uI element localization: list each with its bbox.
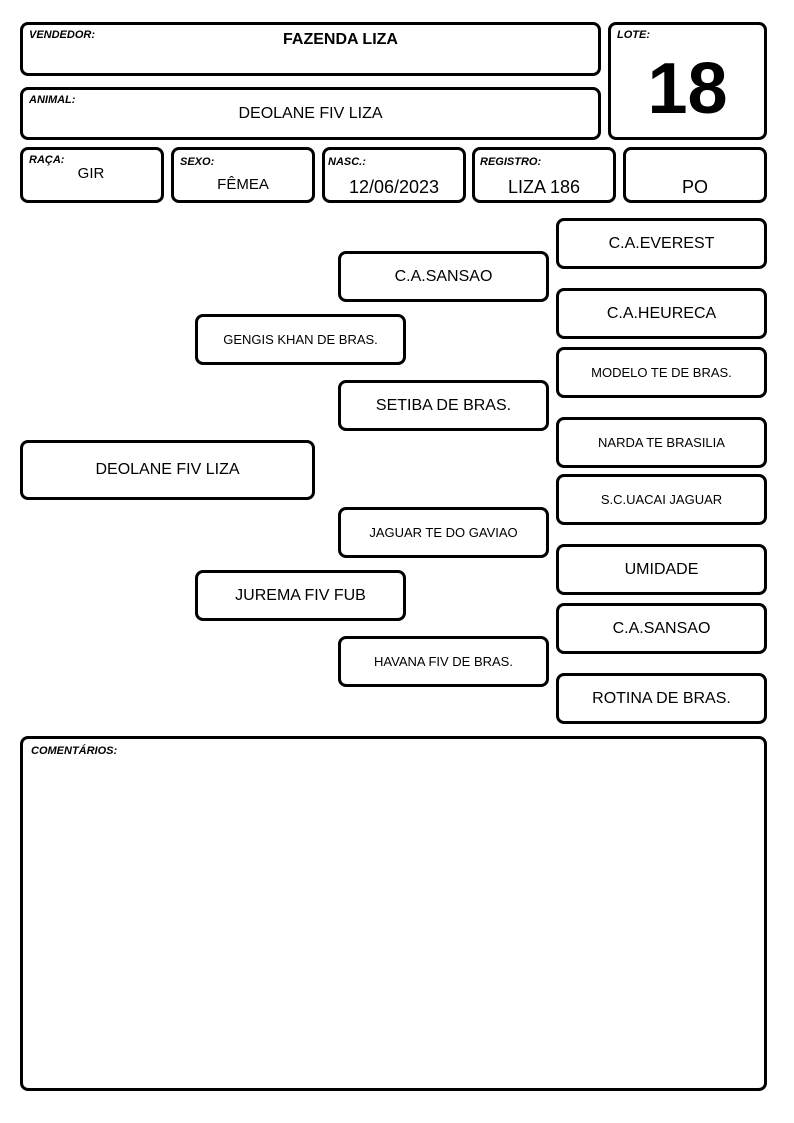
pedigree-gen4-6: UMIDADE	[556, 544, 767, 595]
raca-box: RAÇA: GIR	[20, 147, 164, 203]
lote-box: LOTE: 18	[608, 22, 767, 140]
pedigree-sire-dam: SETIBA DE BRAS.	[338, 380, 549, 431]
pedigree-dam-sire: JAGUAR TE DO GAVIAO	[338, 507, 549, 558]
tipo-box: PO	[623, 147, 767, 203]
tipo-value: PO	[681, 177, 708, 197]
pedigree-gen4-5: S.C.UACAI JAGUAR	[556, 474, 767, 525]
sexo-value: FÊMEA	[217, 176, 269, 193]
pedigree-gen4-4: NARDA TE BRASILIA	[556, 417, 767, 468]
comments-label: COMENTÁRIOS:	[31, 745, 118, 757]
raca-label: RAÇA:	[29, 154, 65, 166]
registro-value: LIZA 186	[507, 177, 581, 197]
nasc-label: NASC.:	[328, 156, 366, 168]
pedigree-gen4-1: C.A.EVEREST	[556, 218, 767, 269]
pedigree-gen4-7: C.A.SANSAO	[556, 603, 767, 654]
vendedor-box: VENDEDOR: FAZENDA LIZA	[20, 22, 601, 76]
pedigree-dam: JUREMA FIV FUB	[195, 570, 406, 621]
animal-value: DEOLANE FIV LIZA	[238, 105, 383, 122]
sexo-label: SEXO:	[180, 156, 215, 168]
pedigree-dam-dam: HAVANA FIV DE BRAS.	[338, 636, 549, 687]
raca-value: GIR	[77, 165, 105, 182]
registro-box: REGISTRO: LIZA 186	[472, 147, 616, 203]
pedigree-sire-sire: C.A.SANSAO	[338, 251, 549, 302]
lote-label: LOTE:	[617, 29, 650, 41]
pedigree-gen4-8: ROTINA DE BRAS.	[556, 673, 767, 724]
pedigree-animal: DEOLANE FIV LIZA	[20, 440, 315, 500]
animal-label: ANIMAL:	[29, 94, 76, 106]
comments-text	[33, 765, 754, 1078]
vendedor-label: VENDEDOR:	[29, 29, 96, 41]
lote-number: 18	[647, 49, 728, 129]
registro-label: REGISTRO:	[480, 156, 542, 168]
pedigree-sire: GENGIS KHAN DE BRAS.	[195, 314, 406, 365]
nasc-value: 12/06/2023	[348, 177, 440, 197]
comments-box: COMENTÁRIOS:	[20, 736, 767, 1091]
pedigree-gen4-3: MODELO TE DE BRAS.	[556, 347, 767, 398]
vendedor-value: FAZENDA LIZA	[283, 31, 398, 48]
pedigree-gen4-2: C.A.HEURECA	[556, 288, 767, 339]
animal-box: ANIMAL: DEOLANE FIV LIZA	[20, 87, 601, 140]
sexo-box: SEXO: FÊMEA	[171, 147, 315, 203]
nasc-box: NASC.: 12/06/2023	[322, 147, 466, 203]
